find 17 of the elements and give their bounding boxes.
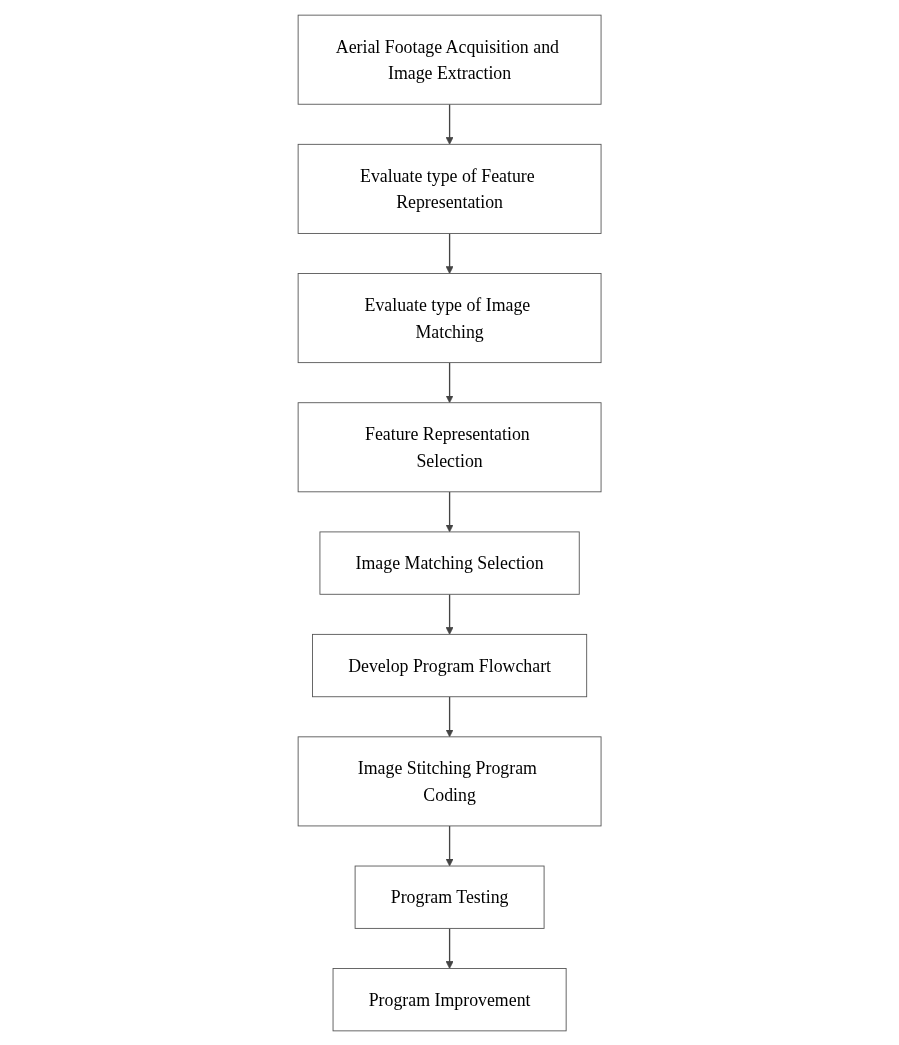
node-box: Evaluate type of Feature Representation xyxy=(297,143,602,234)
arrow xyxy=(445,103,454,145)
node-box: Develop Program Flowchart xyxy=(311,633,588,697)
node-box: Aerial Footage Acquisition and Image Extraction xyxy=(297,14,602,105)
node-box: Program Testing xyxy=(354,865,545,929)
node-box: Feature Representation Selection xyxy=(297,401,602,492)
node-box: Evaluate type of Image Matching xyxy=(297,272,602,363)
arrow xyxy=(445,232,454,274)
arrow xyxy=(445,927,454,969)
node-box: Program Improvement xyxy=(332,967,567,1031)
arrow xyxy=(445,593,454,635)
arrow xyxy=(445,824,454,866)
node-box: Image Stitching Program Coding xyxy=(297,735,602,826)
arrow xyxy=(445,695,454,737)
arrow xyxy=(445,361,454,403)
arrow xyxy=(445,490,454,532)
node-box: Image Matching Selection xyxy=(319,530,580,595)
